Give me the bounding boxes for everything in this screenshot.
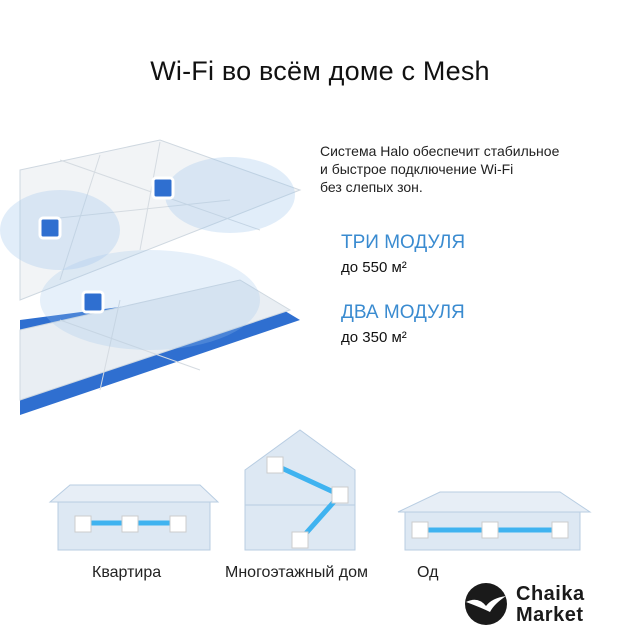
description: Система Halo обеспечит стабильное и быст… (320, 142, 620, 196)
apartment-illustration (48, 484, 220, 551)
mesh-module-icon (151, 176, 175, 200)
description-line: Система Halo обеспечит стабильное (320, 143, 560, 159)
coverage-zone (40, 250, 260, 350)
page-title: Wi-Fi во всём доме с Mesh (150, 56, 490, 86)
module-heading: ДВА МОДУЛЯ (341, 302, 465, 323)
description-line: и быстрое подключение Wi-Fi (320, 161, 514, 177)
mesh-module-icon (38, 216, 62, 240)
logo-text-line: Market (516, 604, 584, 626)
module-area: до 350 м² (341, 329, 407, 346)
single-story-house-illustration (397, 491, 592, 551)
multistory-house-illustration (244, 429, 356, 551)
mesh-module-icon (81, 290, 105, 314)
floor-plan-illustration (0, 139, 302, 415)
house-illustrations (48, 429, 592, 551)
coverage-zone (165, 157, 295, 233)
module-area: до 550 м² (341, 259, 407, 276)
chaika-market-logo: Chaika Market (460, 578, 640, 630)
description-line: без слепых зон. (320, 179, 423, 195)
label-single-story-house: Од (417, 564, 439, 581)
logo-text-line: Chaika (516, 583, 585, 605)
two-modules-info: ДВА МОДУЛЯ до 350 м² (341, 302, 465, 346)
seagull-icon (465, 583, 507, 625)
module-heading: ТРИ МОДУЛЯ (341, 232, 466, 253)
three-modules-info: ТРИ МОДУЛЯ до 550 м² (341, 232, 465, 276)
label-apartment: Квартира (92, 564, 162, 581)
label-multistory-house: Многоэтажный дом (225, 564, 368, 581)
